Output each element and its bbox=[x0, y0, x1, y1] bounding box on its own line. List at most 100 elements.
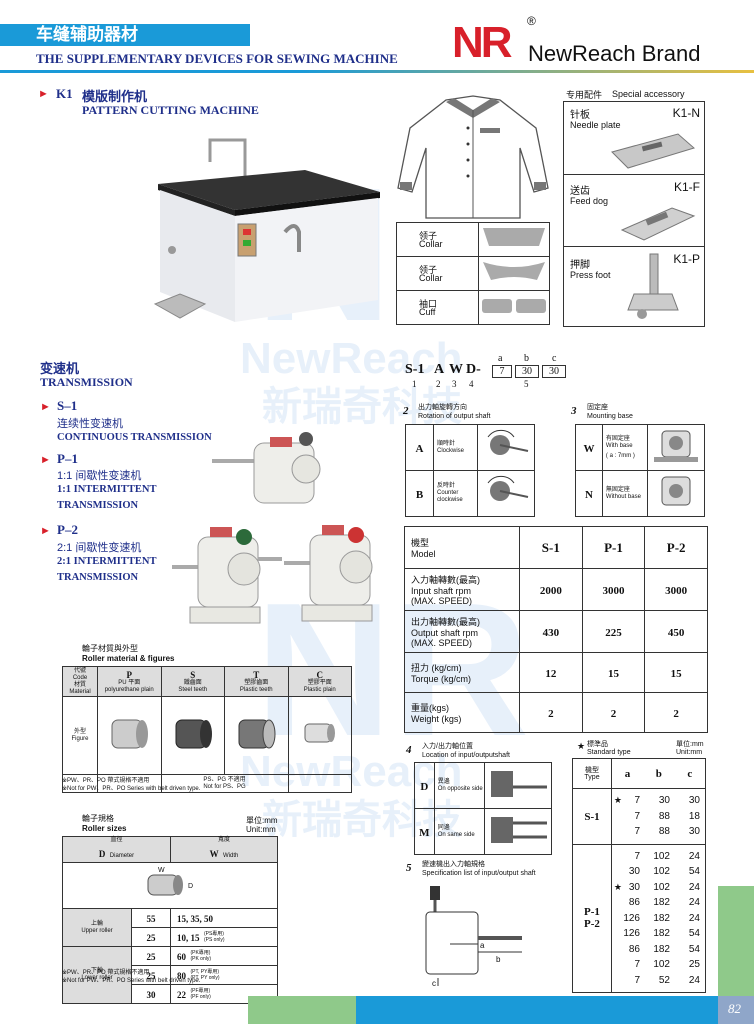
roller-sizes-table: 直徑 D Diameter 寬度 W Width W D 上輪 Upper ro… bbox=[62, 836, 278, 1004]
standard-cell-b: 182 bbox=[653, 897, 670, 908]
spec-list-title-cn: 變速機出入力軸規格 bbox=[422, 861, 485, 868]
location-table: D 異邊 On opposite side M 同邊 On same side bbox=[414, 762, 552, 855]
roller-code: T bbox=[253, 669, 260, 680]
spec-value: 2 bbox=[610, 707, 617, 720]
spec-value: 2000 bbox=[539, 584, 562, 597]
accessory-divider bbox=[564, 246, 704, 247]
transmission-item-code: P–1 bbox=[57, 451, 78, 466]
mounting-code: N bbox=[584, 488, 593, 501]
fig-label-w: W bbox=[158, 867, 165, 874]
opposite-side-image bbox=[491, 771, 547, 797]
standard-cell-b: 30 bbox=[658, 795, 670, 806]
location-en: On same side bbox=[437, 831, 475, 838]
roller-d: 25 bbox=[146, 971, 156, 981]
pattern-samples-table: 领子 Collar 领子 Collar 袖口 Cuff bbox=[396, 222, 550, 325]
roller-material-en: Steel teeth bbox=[178, 686, 208, 693]
star-icon: ★ bbox=[577, 741, 586, 751]
spec-value: 2 bbox=[673, 707, 679, 720]
accessory-item-cn: 押脚 bbox=[570, 260, 590, 271]
page-number: 82 bbox=[728, 1001, 741, 1016]
rotation-code: B bbox=[415, 488, 424, 501]
roller-material-table: 代號 Code 材質 Material P PU 平面 polyurethane… bbox=[62, 666, 352, 793]
standard-unit: Unit:mm bbox=[676, 749, 703, 756]
transmission-item-cn: 连续性变速机 bbox=[57, 418, 123, 430]
roller-sizes-unit: 單位:mm bbox=[246, 816, 278, 825]
star-icon bbox=[612, 809, 622, 825]
model-code-letter: b bbox=[524, 353, 529, 364]
star-icon bbox=[612, 824, 622, 840]
standard-type-label: Type bbox=[584, 773, 600, 781]
transmission-item-en: 1:1 INTERMITTENT bbox=[57, 484, 157, 495]
standard-cell-c: 24 bbox=[688, 912, 700, 924]
model-code-number: 5 bbox=[524, 379, 529, 389]
spec-value: 225 bbox=[605, 626, 622, 639]
plastic-plain-roller-image bbox=[304, 723, 335, 743]
roller-material-cn: 塑膠平面 bbox=[307, 679, 332, 686]
accessory-title-cn: 专用配件 bbox=[566, 90, 603, 100]
standard-col: b bbox=[655, 767, 662, 780]
accessory-item-cn: 送齿 bbox=[570, 186, 590, 197]
rotation-en: Counter clockwise bbox=[437, 490, 463, 503]
star-icon bbox=[612, 957, 622, 973]
spec-value: 15 bbox=[607, 667, 619, 680]
location-code: D bbox=[420, 780, 429, 793]
standard-cell-b: 88 bbox=[658, 826, 670, 837]
roller-material-cn: PU 平面 bbox=[118, 679, 141, 686]
transmission-p1-image bbox=[172, 527, 282, 624]
roller-col-d-en: Diameter bbox=[109, 853, 135, 859]
rotation-code: A bbox=[415, 442, 424, 455]
transmission-title-cn: 变速机 bbox=[40, 361, 80, 376]
roller-w: 15, 35, 50 bbox=[177, 914, 213, 924]
transmission-item-en: TRANSMISSION bbox=[57, 572, 139, 583]
roller-w: 80 bbox=[177, 971, 186, 981]
press-foot-image bbox=[627, 253, 679, 319]
standard-cell-a: 7 bbox=[634, 959, 640, 970]
spec-label: (MAX. SPEED) bbox=[411, 638, 473, 648]
mounting-number: 3 bbox=[571, 405, 577, 417]
rotation-title-en: Rotation of output shaft bbox=[418, 413, 491, 420]
roller-material-en: Plastic plain bbox=[303, 686, 336, 693]
roller-col-w-en: Width bbox=[223, 853, 239, 859]
standard-cell-a: 30 bbox=[628, 866, 640, 877]
standard-cell-c: 54 bbox=[688, 928, 700, 939]
roller-note: (PT, PY專用) (PT, PY only) bbox=[190, 968, 220, 981]
standard-cell-a: 126 bbox=[623, 928, 640, 939]
location-title-cn: 入力/出力軸位置 bbox=[422, 743, 473, 750]
roller-material-note-in: PS、PG 不適用 bbox=[203, 776, 246, 783]
bullet-arrow-icon: ► bbox=[40, 525, 51, 537]
collar-image bbox=[483, 228, 545, 246]
model-code-box: 7 bbox=[492, 365, 512, 378]
star-icon bbox=[612, 942, 622, 958]
sample-en: Collar bbox=[419, 272, 443, 283]
plastic-teeth-roller-image bbox=[238, 719, 276, 749]
accessory-item-code: K1-P bbox=[673, 252, 700, 266]
model-code-number: 3 bbox=[452, 379, 457, 389]
standard-col: c bbox=[687, 767, 693, 780]
roller-note: (PS專用) (PS only) bbox=[203, 930, 225, 943]
spec-label: 入力軸轉數(最高) bbox=[411, 575, 480, 585]
spec-value: 2 bbox=[548, 707, 554, 720]
rotation-number: 2 bbox=[403, 405, 409, 417]
location-number: 4 bbox=[406, 744, 412, 756]
watermark-en: NewReach bbox=[240, 334, 463, 383]
lower-roller-label: 下輪 bbox=[90, 968, 103, 974]
spec-list-number: 5 bbox=[406, 862, 412, 874]
standard-cell-b: 102 bbox=[653, 881, 670, 893]
star-icon: ★ bbox=[613, 881, 622, 892]
standard-cell-c: 30 bbox=[688, 826, 700, 837]
lower-roller-label: Lower roller bbox=[81, 975, 113, 981]
bullet-arrow-icon: ► bbox=[38, 88, 49, 100]
transmission-item-en: 2:1 INTERMITTENT bbox=[57, 556, 157, 567]
spec-label: Input shaft rpm bbox=[411, 586, 472, 596]
roller-d: 30 bbox=[146, 990, 156, 1000]
accessory-item-en: Needle plate bbox=[570, 120, 621, 130]
sample-en: Collar bbox=[419, 238, 443, 249]
standard-cell-a: 86 bbox=[628, 897, 640, 908]
transmission-title-en: TRANSMISSION bbox=[40, 375, 133, 389]
roller-d: 25 bbox=[146, 933, 156, 943]
roller-col-w: W bbox=[209, 849, 219, 859]
spec-label: Weight (kgs) bbox=[411, 714, 462, 724]
star-icon: ★ bbox=[613, 795, 622, 805]
